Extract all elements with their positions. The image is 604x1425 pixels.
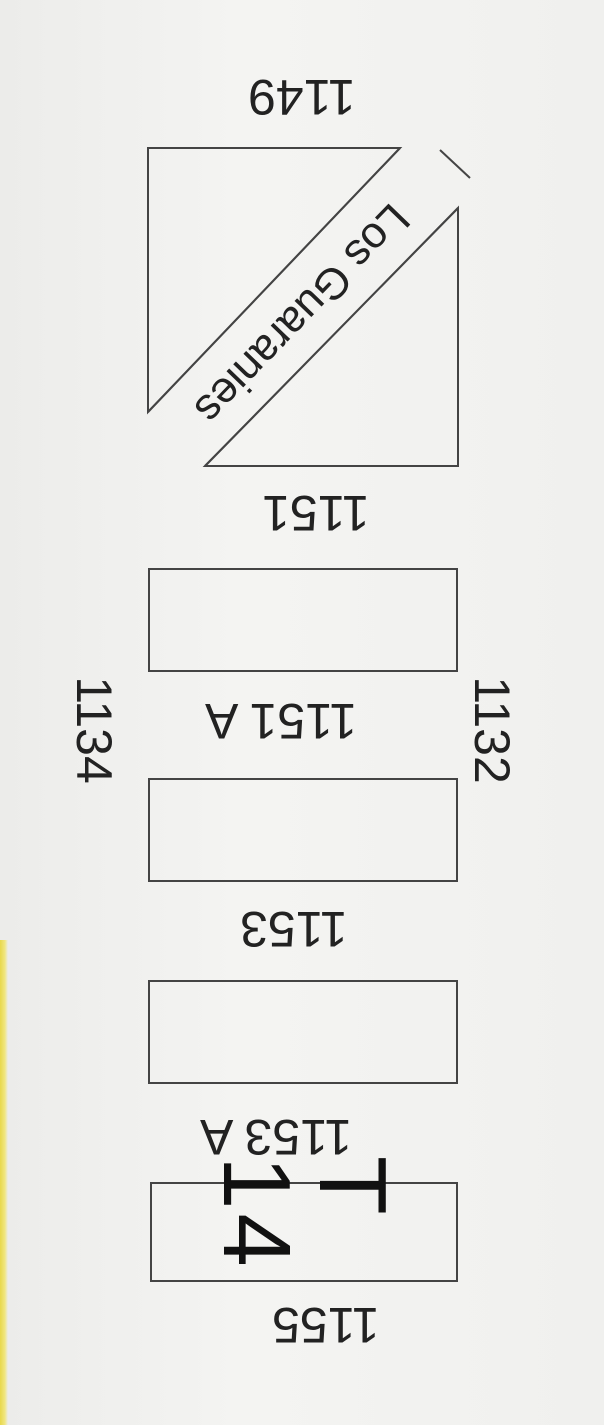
block-1153-rect[interactable] (148, 980, 458, 1084)
label-1151: 1151 (262, 485, 370, 541)
yellow-edge-strip (0, 940, 8, 1425)
label-1153: 1153 (240, 901, 348, 957)
label-1149: 1149 (248, 69, 356, 125)
block-1151a-rect[interactable] (148, 778, 458, 882)
street-number-left: 1134 (65, 676, 122, 784)
street-band-cap (439, 149, 471, 179)
street-band-edge-lower (204, 207, 459, 467)
block-1151-rect[interactable] (148, 568, 458, 672)
label-1155: 1155 (272, 1297, 380, 1353)
label-1153a: 1153 A (200, 1109, 353, 1165)
label-1151a: 1151 A (205, 693, 358, 749)
street-band-edge-upper (147, 147, 401, 413)
street-number-right: 1132 (463, 676, 520, 784)
tower-14-box[interactable]: T 14 (150, 1156, 458, 1282)
tower-14-label: T 14 (203, 1156, 406, 1271)
street-name-label: Los Guaranies (185, 194, 419, 434)
